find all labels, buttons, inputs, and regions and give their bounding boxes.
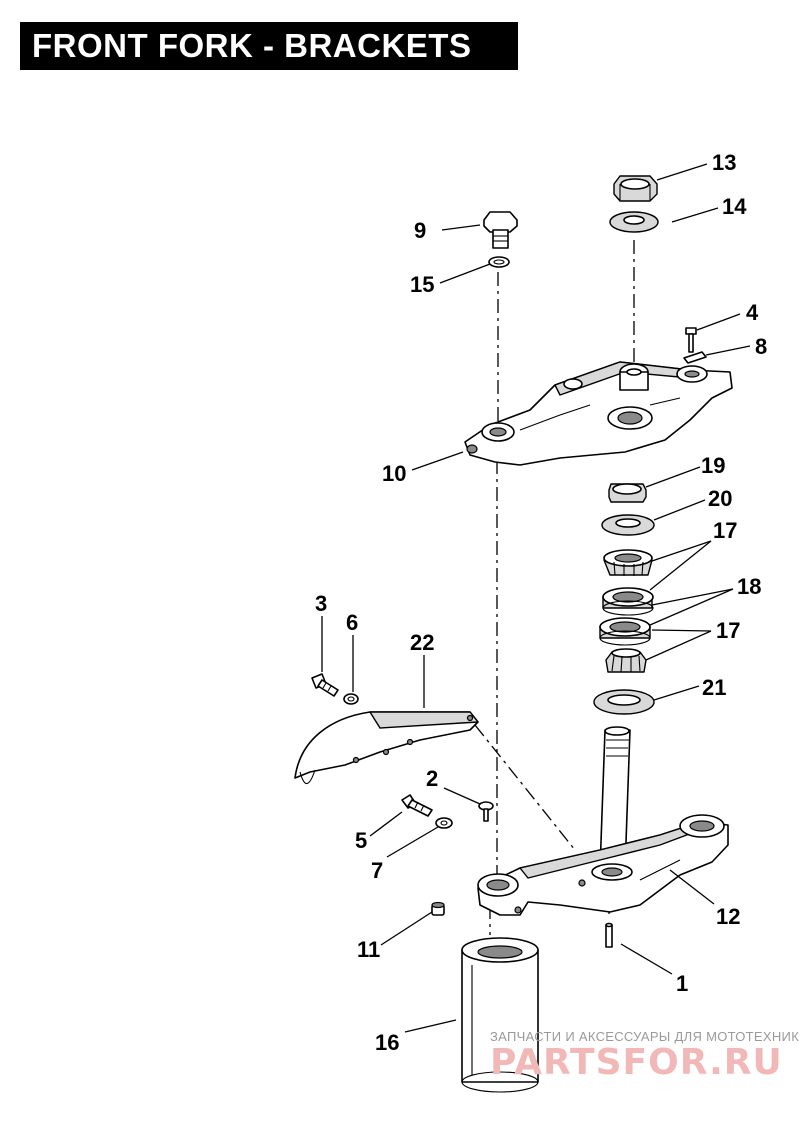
watermark-logo: PARTSFOR.RU bbox=[490, 1042, 783, 1083]
callout-2: 2 bbox=[426, 766, 438, 791]
callout-9: 9 bbox=[414, 218, 426, 243]
callout-4: 4 bbox=[746, 300, 759, 325]
part-17-bearing-upper bbox=[603, 549, 653, 576]
part-12-lower-bracket bbox=[477, 726, 729, 916]
part-14-washer bbox=[609, 211, 659, 233]
callout-18: 18 bbox=[737, 574, 761, 599]
callout-17-upper: 17 bbox=[713, 518, 737, 543]
axis-line-fender bbox=[474, 724, 576, 851]
callout-8: 8 bbox=[755, 334, 767, 359]
part-8-lock-tab bbox=[683, 351, 707, 364]
part-19-bearing-nut bbox=[608, 483, 647, 503]
part-5-bolt bbox=[401, 794, 433, 817]
callout-14: 14 bbox=[722, 194, 747, 219]
callout-20: 20 bbox=[708, 486, 732, 511]
part-10-upper-bracket bbox=[464, 361, 733, 466]
callout-19: 19 bbox=[701, 453, 725, 478]
watermark-caption: ЗАПЧАСТИ И АКСЕССУАРЫ ДЛЯ МОТОТЕХНИКИ bbox=[490, 1029, 800, 1044]
callout-7: 7 bbox=[371, 858, 383, 883]
callout-5: 5 bbox=[355, 828, 367, 853]
callout-15: 15 bbox=[410, 272, 434, 297]
callout-3: 3 bbox=[315, 591, 327, 616]
diagram-title: FRONT FORK - BRACKETS bbox=[20, 22, 518, 70]
callout-21: 21 bbox=[702, 675, 726, 700]
callout-13: 13 bbox=[712, 150, 736, 175]
callout-6: 6 bbox=[346, 610, 358, 635]
part-22-fender bbox=[294, 711, 479, 784]
part-21-dust-seal bbox=[593, 689, 655, 715]
callout-22: 22 bbox=[410, 630, 434, 655]
part-13-nut bbox=[613, 175, 658, 202]
part-11-plug bbox=[431, 901, 445, 916]
part-20-washer bbox=[601, 514, 655, 536]
part-6-washer bbox=[343, 693, 359, 705]
part-3-bolt bbox=[311, 673, 339, 697]
part-16-fork-tube bbox=[461, 937, 539, 1093]
callout-16: 16 bbox=[375, 1030, 399, 1055]
part-15-o-ring bbox=[488, 256, 510, 268]
part-4-screw bbox=[685, 327, 697, 353]
callout-1: 1 bbox=[676, 971, 688, 996]
part-1-pin bbox=[605, 922, 613, 948]
part-18-bearing-race bbox=[602, 587, 654, 616]
part-7-washer bbox=[435, 817, 453, 829]
callout-10: 10 bbox=[382, 461, 406, 486]
callout-17-lower: 17 bbox=[716, 618, 740, 643]
part-2-screw bbox=[478, 801, 494, 822]
part-9-plug-bolt bbox=[483, 211, 518, 249]
callout-11: 11 bbox=[357, 937, 380, 962]
callout-12: 12 bbox=[716, 904, 740, 929]
part-17-bearing-lower bbox=[605, 648, 647, 673]
part-17-bearing-race-lower bbox=[599, 617, 651, 646]
